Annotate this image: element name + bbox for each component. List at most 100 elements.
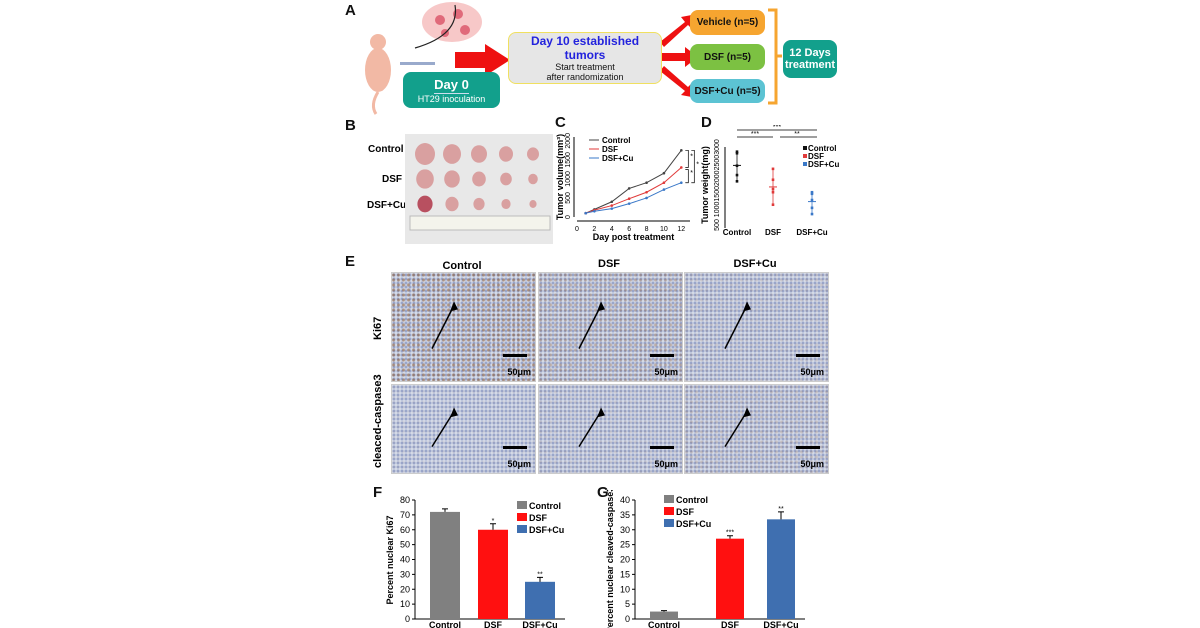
histology-image: 50μm [684,272,829,382]
tumor [472,171,486,187]
x-tick-label: 0 [575,226,579,233]
data-point [810,198,814,202]
legend-label: DSF+Cu [529,525,564,535]
error-bar [661,610,667,612]
y-tick-label: 10 [620,584,630,594]
panel-label-d: D [701,114,712,131]
scale-label: 50μm [654,459,678,469]
legend-swatch [517,525,527,533]
significance-mark: ** [778,506,784,513]
panel-label-b: B [345,117,356,134]
y-tick-label: 2000 [714,170,721,186]
scale-label: 50μm [507,367,531,377]
x-tick-label: 2 [592,226,596,233]
y-tick-label: 25 [620,540,630,550]
bracket [768,8,782,105]
b-row-dsf: DSF [382,174,402,185]
error-bar [490,523,496,530]
center-box: Day 10 established tumors Start treatmen… [508,32,662,84]
scale-bar [650,354,674,357]
error-bar [537,576,543,582]
legend-label: DSF+Cu [602,154,633,163]
legend-swatch [517,501,527,509]
x-tick-label: 8 [645,226,649,233]
branch-arrows-icon [660,14,698,98]
data-point [680,149,683,152]
y-tick-label: 35 [620,510,630,520]
data-point [662,181,666,185]
scale-bar [650,446,674,449]
error-bar [727,535,733,539]
data-point [627,197,631,201]
error-bar [778,511,784,520]
legend-label: DSF+Cu [808,160,839,169]
tumor [471,145,487,163]
histology-image: 50μm [684,384,829,474]
significance-brackets [685,149,695,184]
arrow-icon [431,407,458,447]
mouse-icon [365,34,391,115]
scale-label: 50μm [800,459,824,469]
data-point [627,202,631,205]
y-tick-label: 0 [565,215,572,219]
x-tick-label: 4 [610,226,614,233]
e-row-caspase: cleaced-caspase3 [372,374,384,468]
y-tick-label: 500 [565,192,572,204]
y-tick-label: 1000 [714,202,721,218]
b-row-dsfcu: DSF+Cu [367,200,407,211]
y-tick-label: 10 [400,599,410,609]
panel-label-e: E [345,253,356,270]
day0-box: Day 0 HT29 inoculation [403,72,500,108]
y-tick-label: 40 [620,495,630,505]
legend-label: DSF [808,152,824,161]
x-tick-label: DSF [765,228,781,237]
tumor [527,147,539,161]
legend-swatch [803,146,807,150]
significance-mark: ** [537,571,543,578]
data-point [810,192,814,196]
histology-image: 50μm [391,272,536,382]
group-vehicle: Vehicle (n=5) [690,10,765,35]
y-tick-label: 0 [625,614,630,624]
tumor [445,196,459,212]
bar [650,611,678,619]
data-point [810,212,814,216]
tumor [501,198,511,210]
arrow-icon [724,301,751,349]
data-point [584,211,587,215]
y-tick-label: 30 [620,525,630,535]
tumor [416,169,434,189]
x-tick-label: Control [723,228,751,237]
legend-label: DSF+Cu [676,519,711,529]
x-tick-label: DSF+Cu [796,228,827,237]
significance-mark: * [690,154,693,161]
data-point [593,209,596,213]
tumor [528,173,538,185]
scale-bar [796,446,820,449]
scale-label: 50μm [800,367,824,377]
y-tick-label: 2000 [565,133,572,149]
legend-swatch [664,519,674,527]
data-point [771,190,775,194]
y-tick-label: 80 [400,495,410,505]
data-point [610,204,614,207]
significance-mark: *** [751,131,759,138]
e-row-ki67: Ki67 [372,316,384,340]
significance-mark: ** [794,131,800,138]
panel-label-g: G [597,484,609,501]
data-point [771,187,775,191]
data-point [610,207,614,210]
data-point [662,171,666,175]
y-tick-label: 20 [400,584,410,594]
scale-bar [503,354,527,357]
panel-label-a: A [345,2,356,19]
y-tick-label: 15 [620,569,630,579]
y-tick-label: 60 [400,525,410,535]
legend-label: DSF [676,507,695,517]
data-point [645,190,648,194]
significance-brackets [737,129,817,138]
e-col-dsf: DSF [598,258,620,270]
y-axis-label: Tumor weight(mg) [700,146,710,224]
significance-mark: * [696,161,699,168]
